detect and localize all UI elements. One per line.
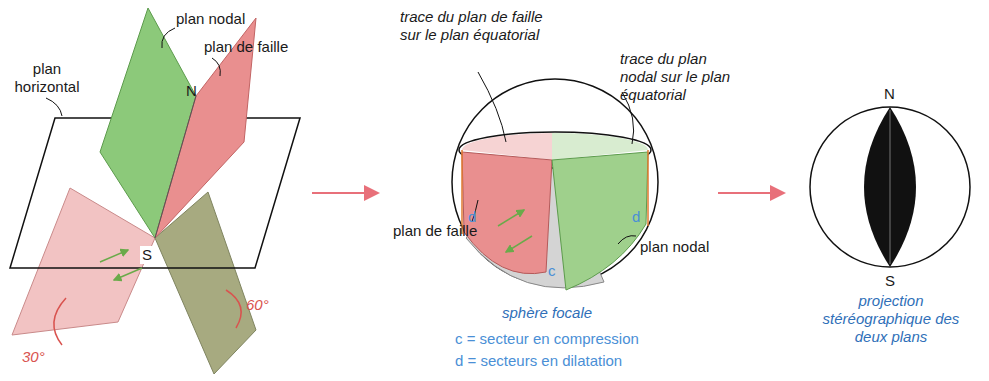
projection-caption: projection stéréographique des deux plan… <box>816 292 966 346</box>
orientation-letter: S <box>140 246 154 264</box>
part-name: plan nodal <box>640 238 709 256</box>
angle-value: 60° <box>246 296 269 314</box>
legend-note: d = secteurs en dilatation <box>455 352 622 370</box>
part-name: plan horizontal <box>8 60 86 96</box>
sector-letter: d <box>632 208 640 226</box>
orientation-letter: N <box>186 82 197 100</box>
part-name: plan nodal <box>176 10 245 28</box>
trace-label: trace du plan nodal sur le plan équatori… <box>620 50 740 104</box>
sector-letter: c <box>548 262 556 280</box>
sphere-caption: sphère focale <box>502 304 592 322</box>
angle-value: 30° <box>22 348 45 366</box>
part-name: plan de faille <box>204 38 288 56</box>
orientation-letter: S <box>885 272 895 290</box>
part-name: plan de faille <box>393 222 477 240</box>
legend-note: c = secteur en compression <box>455 330 639 348</box>
trace-label: trace du plan de faille sur le plan équa… <box>400 8 560 44</box>
orientation-letter: N <box>884 85 895 103</box>
